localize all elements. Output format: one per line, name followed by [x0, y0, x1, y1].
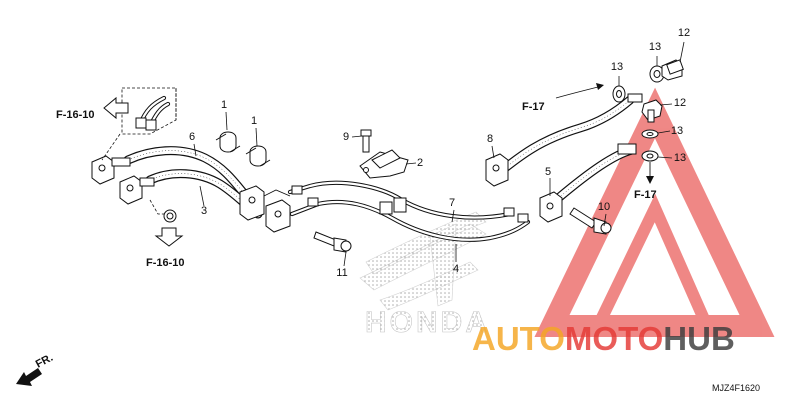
clamp-1-a: [215, 131, 241, 153]
reference-arrow-down-right: [646, 162, 654, 184]
part-number-8-8: 8: [487, 133, 493, 145]
part-number-3-3: 3: [201, 205, 207, 217]
right-hose-fittings: [485, 93, 643, 235]
bolt-11: [313, 231, 352, 253]
watermark-word-hub: HUB: [663, 320, 735, 357]
part-number-2-2: 2: [417, 157, 423, 169]
leader-lines: [193, 41, 685, 267]
part-number-13-17: 13: [674, 152, 686, 164]
reference-label-f16-10-lower: F-16-10: [146, 257, 185, 269]
reference-arrow-down: [154, 227, 184, 247]
svg-text:AUTOMOTOHUB: AUTOMOTOHUB: [472, 320, 735, 357]
reference-label-f17-lower: F-17: [634, 189, 657, 201]
left-fitting-block-lower: [119, 175, 155, 205]
reference-arrow-left: [103, 96, 129, 120]
front-orientation-label: FR.: [34, 352, 55, 371]
hose-6: [123, 146, 251, 201]
part-number-7-7: 7: [449, 197, 455, 209]
part-number-12-13: 12: [674, 97, 686, 109]
bolt-12-right: [641, 99, 663, 123]
watermark-brand: AUTOMOTOHUB: [472, 320, 735, 357]
watermark-word-auto: AUTO: [472, 320, 565, 357]
drawing-code: MJZ4F1620: [712, 383, 760, 393]
part-number-4-4: 4: [453, 263, 459, 275]
bracket-2: [359, 149, 409, 179]
bolt-12-top: [661, 59, 684, 81]
part-number-10-10: 10: [598, 201, 610, 213]
washer-13-upper: [612, 85, 626, 103]
left-fitting-block-upper: [91, 155, 131, 185]
watermark-triangle: [534, 87, 775, 337]
part-number-1-1: 1: [251, 115, 257, 127]
washer-13-right-a: [641, 129, 659, 139]
front-orientation-arrow: FR.: [16, 352, 55, 386]
lower-left-nut: [149, 199, 177, 223]
reference-arrow-up-right: [555, 83, 604, 99]
pipe-fittings: [291, 185, 529, 223]
part-number-9-9: 9: [343, 131, 349, 143]
part-number-12-12: 12: [678, 27, 690, 39]
watermark-word-moto: MOTO: [565, 320, 663, 357]
honda-maker-mark: HONDA: [365, 306, 490, 339]
part-number-11-11: 11: [336, 267, 347, 279]
part-number-5-5: 5: [545, 166, 551, 178]
clamp-1-b: [245, 145, 271, 167]
hose-8: [495, 95, 635, 177]
part-number-1-0: 1: [221, 99, 227, 111]
reference-label-f17-upper: F-17: [522, 101, 545, 113]
upper-left-detail-box: [101, 87, 177, 161]
part-number-13-14: 13: [649, 41, 661, 53]
part-number-6-6: 6: [189, 131, 195, 143]
washer-13-right-b: [641, 150, 659, 162]
bolt-9: [360, 129, 372, 153]
part-number-13-15: 13: [611, 61, 623, 73]
reference-label-f16-10-upper: F-16-10: [56, 109, 95, 121]
middle-joint-block: [239, 185, 291, 233]
honda-wing-logo: HONDA: [359, 211, 490, 339]
pipe-4: [289, 199, 531, 242]
part-number-13-16: 13: [671, 125, 683, 137]
